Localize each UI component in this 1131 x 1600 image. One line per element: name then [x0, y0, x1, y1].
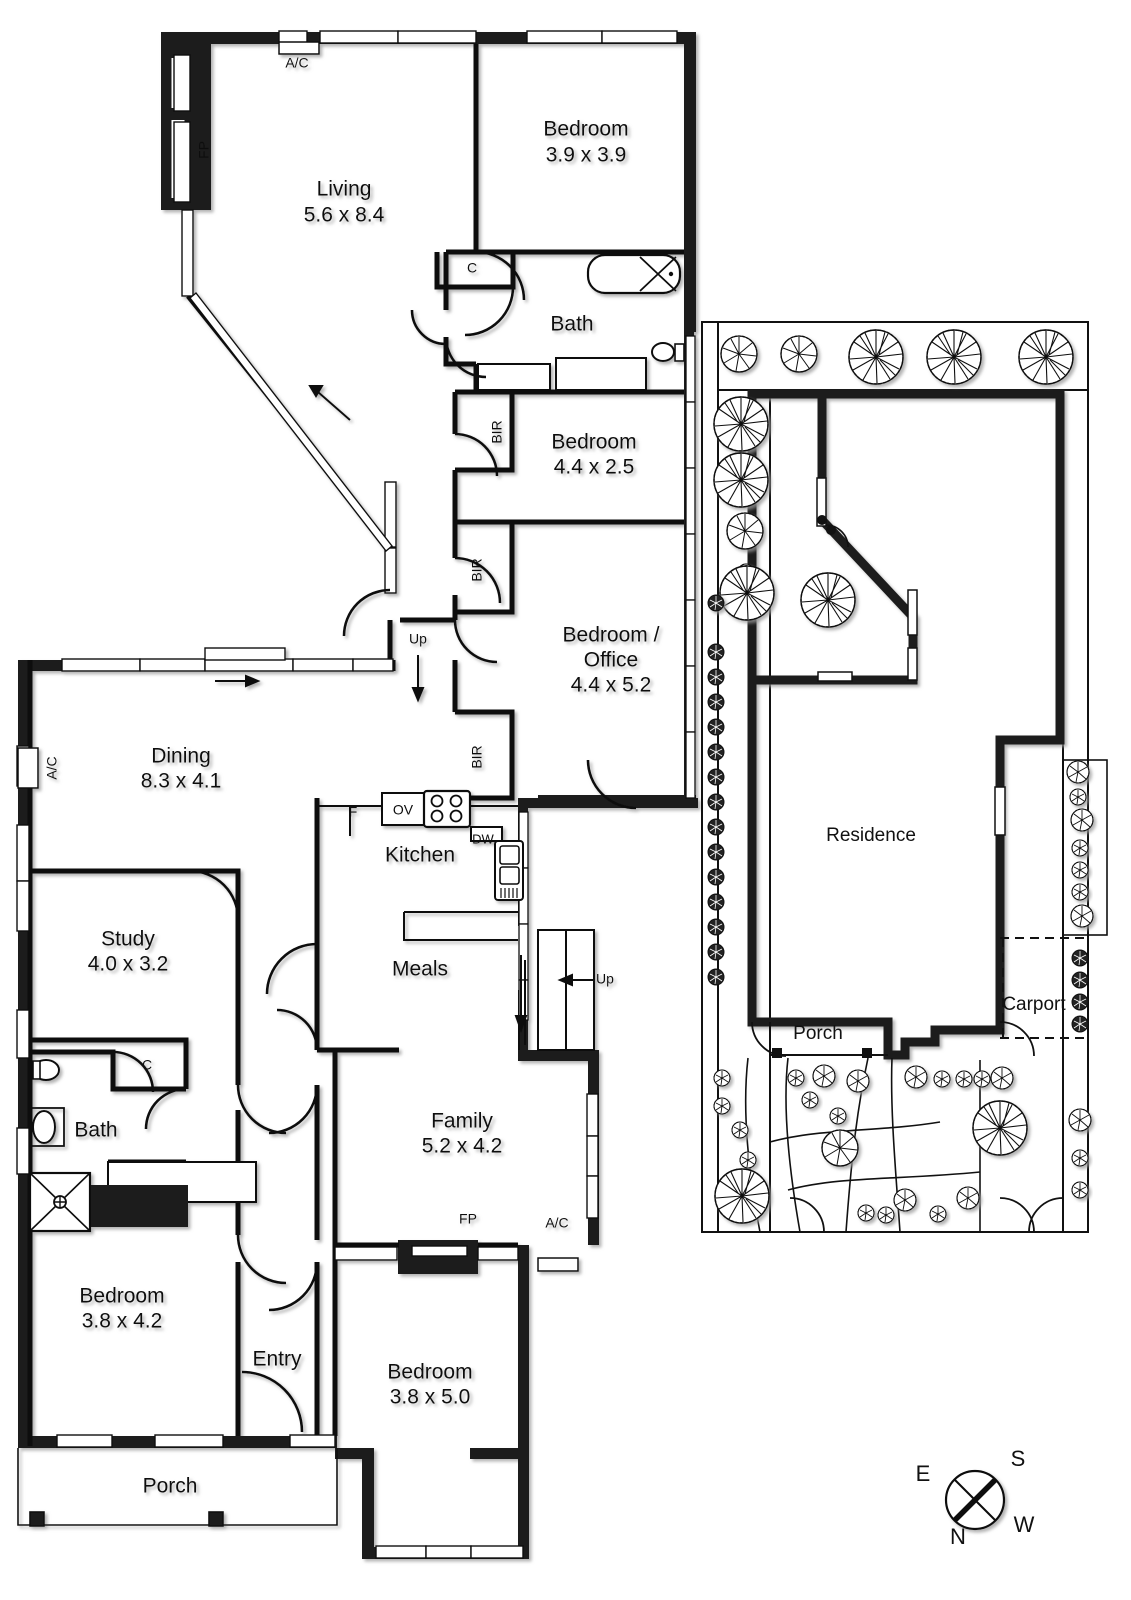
site-porch: [769, 1022, 888, 1058]
room-label-entry: Entry: [252, 1348, 302, 1371]
room-dim-bedroom3: 3.8 x 4.2: [82, 1310, 163, 1333]
annotation-ac-family: A/C: [545, 1215, 568, 1231]
annotation-closet-upper: C: [467, 260, 477, 276]
room-label-bedroom4: Bedroom: [387, 1361, 472, 1384]
room-label-meals: Meals: [392, 958, 448, 981]
annotation-ac-living: A/C: [285, 55, 308, 71]
compass-label-east: E: [916, 1461, 931, 1486]
room-label-bedroom2: Bedroom: [551, 431, 636, 454]
residence-floor-plan-group: Living 5.6 x 8.4 Bedroom 3.9 x 3.9 Bath …: [16, 30, 698, 1559]
hedge-bottom-left: [713, 1069, 770, 1224]
site-label-porch: Porch: [793, 1023, 843, 1044]
annotation-dishwasher: DW: [472, 831, 494, 846]
room-label-bedroom-office-1: Bedroom /: [563, 624, 660, 647]
room-dim-bedroom4: 3.8 x 5.0: [390, 1386, 471, 1409]
room-label-living: Living: [317, 178, 372, 201]
stairs-arrows: [215, 385, 594, 1033]
annotation-closet-lower: C: [142, 1057, 152, 1073]
site-boundary: [701, 321, 1089, 1233]
compass-label-south: S: [1011, 1446, 1026, 1471]
room-label-bedroom3: Bedroom: [79, 1285, 164, 1308]
residence-glazing: [816, 477, 1006, 836]
trees-top-row: [720, 329, 1074, 385]
room-dim-dining: 8.3 x 4.1: [141, 770, 222, 793]
kitchen-appliances: [381, 789, 524, 901]
interior-walls: [27, 44, 684, 1446]
site-door-swings: [751, 1021, 1064, 1233]
compass-label-west: W: [1014, 1512, 1035, 1537]
annotation-stairs-up-2: Up: [596, 971, 614, 987]
room-dim-family: 5.2 x 4.2: [422, 1135, 503, 1158]
room-label-bedroom-office-2: Office: [584, 649, 638, 672]
hedge-left: [707, 643, 725, 986]
room-dim-bedroom-office: 4.4 x 5.2: [571, 674, 652, 697]
room-dim-bedroom1: 3.9 x 3.9: [546, 144, 627, 167]
room-dim-study: 4.0 x 3.2: [88, 953, 169, 976]
residence-outline: [747, 389, 1065, 1060]
garden-right-strip: [1062, 759, 1108, 1199]
room-label-bath-lower: Bath: [74, 1119, 117, 1142]
annotation-bir-1: BIR: [489, 420, 505, 443]
annotation-fp-living: FP: [196, 141, 212, 159]
room-label-family: Family: [431, 1110, 493, 1133]
room-label-porch-front: Porch: [143, 1475, 198, 1498]
room-label-kitchen: Kitchen: [385, 844, 455, 867]
annotation-bir-2: BIR: [469, 558, 485, 581]
trees-left-column: [707, 396, 856, 628]
room-label-bath-upper: Bath: [550, 313, 593, 336]
annotation-ac-dining: A/C: [44, 756, 60, 779]
room-dim-living: 5.6 x 8.4: [304, 204, 385, 227]
compass-label-north: N: [950, 1524, 966, 1549]
solid-fills: [88, 1185, 188, 1227]
room-label-dining: Dining: [151, 745, 211, 768]
bath-fixtures: [28, 253, 685, 1233]
site-label-residence: Residence: [826, 825, 916, 846]
front-garden: [787, 1064, 1028, 1224]
porch-outline: [17, 1448, 338, 1527]
stairs: [518, 929, 595, 1051]
annotation-fridge: F: [349, 804, 358, 820]
door-swings: [112, 250, 637, 1433]
site-plan-group: Residence Porch Carport: [701, 321, 1108, 1233]
room-label-study: Study: [101, 928, 155, 951]
room-dim-bedroom2: 4.4 x 2.5: [554, 456, 635, 479]
annotation-oven: OV: [393, 802, 414, 818]
room-label-bedroom1: Bedroom: [543, 118, 628, 141]
site-label-carport: Carport: [1002, 994, 1066, 1015]
annotation-stairs-up-1: Up: [409, 631, 427, 647]
annotation-bir-3: BIR: [469, 745, 485, 768]
compass-rose: [944, 1469, 1006, 1531]
annotation-fp-family: FP: [459, 1211, 477, 1227]
